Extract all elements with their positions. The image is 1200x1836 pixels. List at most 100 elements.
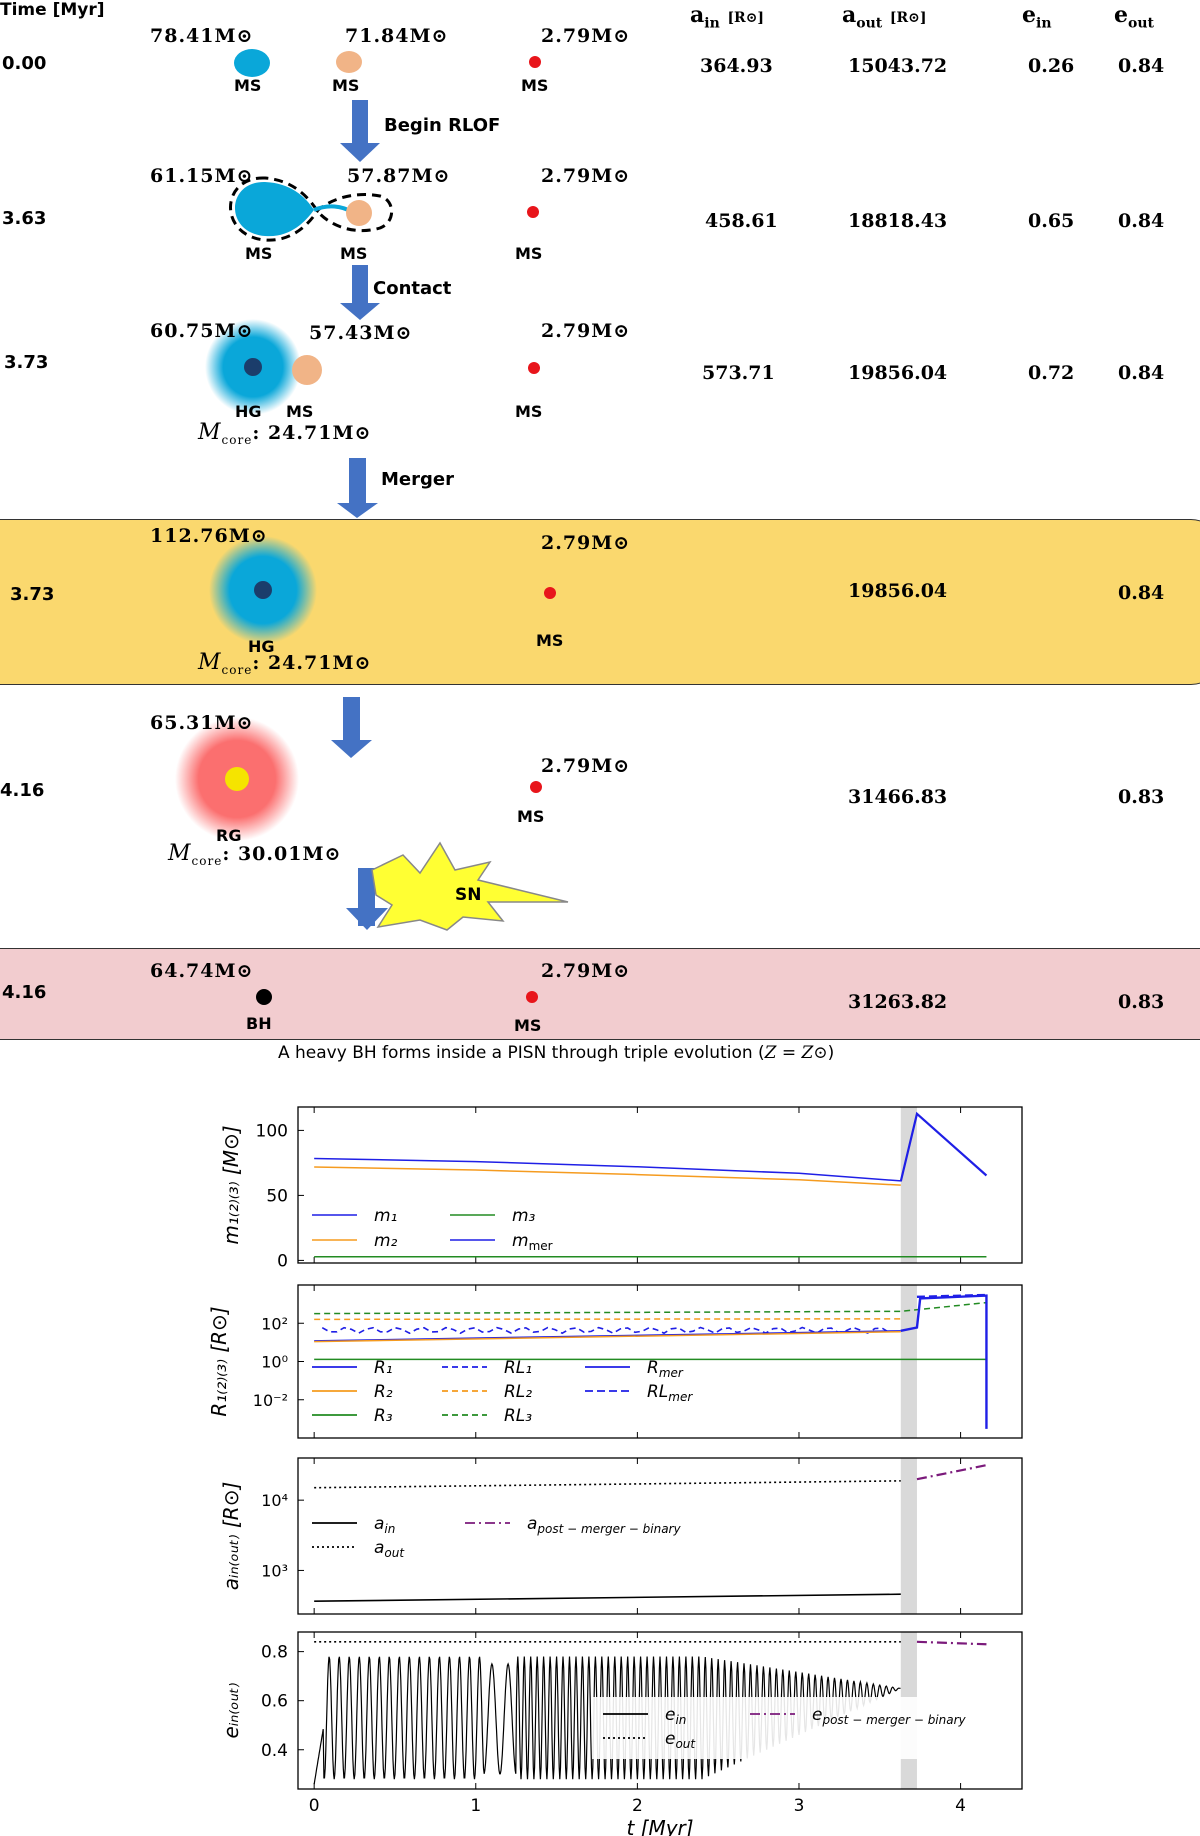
- legend-label: Rmer: [647, 1358, 684, 1380]
- merger-shade: [900, 1285, 917, 1438]
- tertiary-star: [544, 587, 556, 599]
- arrow-rlof: [340, 100, 380, 162]
- mass-primary: 61.15M⊙: [150, 165, 254, 187]
- primary-star: [234, 49, 270, 77]
- legend-label: R₃: [374, 1406, 393, 1426]
- arrow-contact: [340, 265, 380, 320]
- legend-label: R₂: [374, 1382, 393, 1402]
- y-tick-label: 10⁴: [261, 1491, 288, 1510]
- x-tick-label: 2: [632, 1796, 643, 1816]
- row-time: 3.63: [2, 208, 47, 229]
- legend-label: apost − merger − binary: [527, 1514, 681, 1536]
- series-Rmer: [900, 1294, 988, 1429]
- legend-label: RLmer: [647, 1382, 693, 1404]
- mass-primary: 60.75M⊙: [150, 320, 254, 342]
- series-mmer: [899, 1111, 988, 1182]
- tertiary-star: [529, 56, 541, 68]
- label-contact: Contact: [373, 278, 452, 299]
- row-time: 3.73: [10, 584, 55, 605]
- stage-primary: RG: [216, 826, 242, 845]
- bh-band: [0, 948, 1200, 1040]
- mass-secondary: 57.87M⊙: [347, 165, 451, 187]
- stage-merger: HG: [248, 637, 275, 656]
- e-in-value: 0.26: [1028, 55, 1075, 77]
- stage-primary: MS: [245, 244, 273, 263]
- y-tick-label: 100: [256, 1121, 288, 1141]
- e-out-header: eout: [1114, 2, 1154, 32]
- mass-tertiary: 2.79M⊙: [541, 755, 631, 777]
- a-out-value: 31263.82: [848, 991, 948, 1013]
- mass-primary: 78.41M⊙: [150, 25, 254, 47]
- primary-core: [244, 358, 262, 376]
- y-axis-label: eᵢₙ₍ₒᵤₜ₎: [219, 1682, 243, 1738]
- tertiary-star: [528, 362, 540, 374]
- series-RL2: [314, 1318, 901, 1321]
- legend-label: R₁: [374, 1358, 393, 1378]
- mass-secondary: 57.43M⊙: [309, 322, 413, 344]
- legend-label: RL₁: [504, 1358, 532, 1378]
- legend-label: m₃: [512, 1206, 536, 1226]
- y-tick-label: 0.4: [261, 1741, 288, 1761]
- core-mass: Mcore: 30.01M⊙: [168, 841, 342, 868]
- mass-merger: 112.76M⊙: [150, 525, 268, 547]
- mass-tertiary: 2.79M⊙: [541, 960, 631, 982]
- a-in-value: 573.71: [702, 362, 775, 384]
- series-RL1-oscillation: [321, 1326, 890, 1335]
- a-in-value: 458.61: [705, 210, 778, 232]
- red-giant-core: [225, 767, 249, 791]
- series-m2: [314, 1166, 901, 1186]
- y-axis-label: m₁₍₂₎₍₃₎ [M⊙]: [219, 1125, 243, 1244]
- panel-2: [297, 1284, 1023, 1439]
- y-tick-label: 50: [266, 1186, 288, 1206]
- stage-secondary: MS: [340, 244, 368, 263]
- supernova-burst: [371, 841, 569, 931]
- stage-primary: HG: [235, 402, 262, 421]
- e-out-value: 0.83: [1118, 786, 1165, 808]
- series-epost-merger-binary: [916, 1640, 987, 1646]
- stage-tertiary: MS: [536, 631, 564, 650]
- e-out-value: 0.83: [1118, 991, 1165, 1013]
- arrow-evolve: [331, 697, 372, 758]
- roche-lobe: [229, 176, 394, 242]
- legend-box: [592, 1697, 1002, 1759]
- evolution-diagram: [175, 49, 569, 1005]
- merger-shade: [900, 1107, 917, 1263]
- e-out-value: 0.84: [1118, 55, 1165, 77]
- legend-label: RL₃: [504, 1406, 532, 1426]
- y-tick-label: 0: [277, 1251, 288, 1271]
- tertiary-star: [526, 991, 538, 1003]
- a-out-value: 18818.43: [848, 210, 948, 232]
- arrow-supernova: [346, 868, 388, 930]
- y-tick-label: 0.6: [261, 1692, 288, 1712]
- arrow-merger: [337, 458, 378, 518]
- a-out-header: aout [R⊙]: [842, 2, 927, 32]
- core-mass: Mcore: 24.71M⊙: [198, 420, 372, 447]
- label-merger: Merger: [381, 469, 454, 490]
- stage-tertiary: MS: [521, 76, 549, 95]
- legend-label: m₁: [374, 1206, 397, 1226]
- tertiary-star: [530, 781, 542, 793]
- secondary-star: [346, 200, 372, 226]
- a-out-value: 15043.72: [848, 55, 948, 77]
- stage-primary: MS: [234, 76, 262, 95]
- e-out-value: 0.84: [1118, 210, 1165, 232]
- row-time: 4.16: [0, 780, 45, 801]
- mass-tertiary: 2.79M⊙: [541, 25, 631, 47]
- legend-label: RL₂: [504, 1382, 532, 1402]
- row-time: 4.16: [2, 982, 47, 1003]
- y-tick-label: 10³: [261, 1561, 288, 1580]
- y-axis-label: R₁₍₂₎₍₃₎ [R⊙]: [207, 1306, 231, 1416]
- y-tick-label: 10⁻²: [253, 1391, 288, 1410]
- series-m1: [314, 1157, 901, 1182]
- a-in-value: 364.93: [700, 55, 773, 77]
- a-out-value: 19856.04: [848, 580, 948, 602]
- e-in-value: 0.72: [1028, 362, 1075, 384]
- merger-band: [0, 519, 1200, 685]
- label-sn: SN: [455, 885, 482, 905]
- y-tick-label: 0.8: [261, 1643, 288, 1663]
- y-tick-label: 10⁰: [261, 1353, 288, 1372]
- mass-tertiary: 2.79M⊙: [541, 320, 631, 342]
- stage-tertiary: MS: [515, 402, 543, 421]
- mass-secondary: 71.84M⊙: [345, 25, 449, 47]
